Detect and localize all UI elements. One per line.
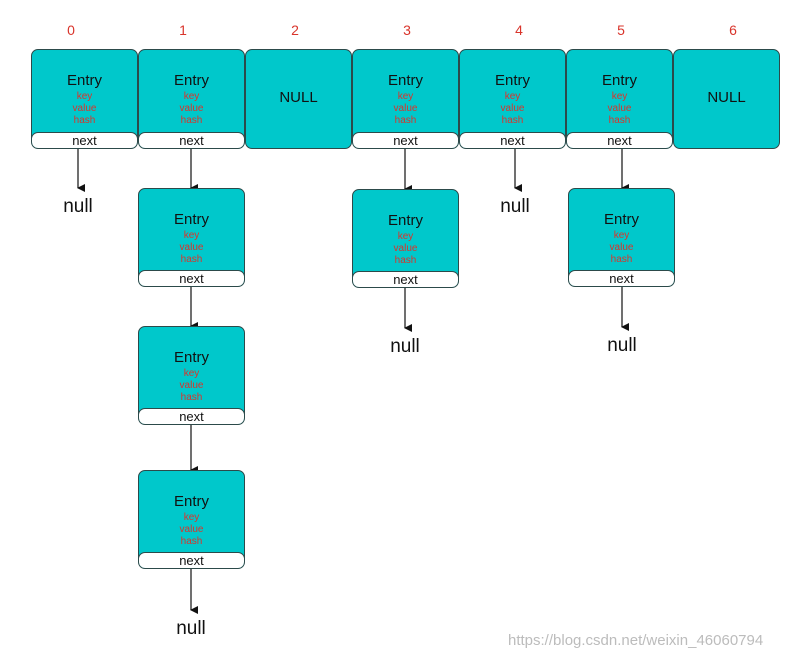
field-value: value [179,524,204,535]
field-value: value [607,103,632,114]
field-value: value [72,103,97,114]
bucket-1-chain-entry-2: Entry key value hash next [138,188,245,287]
field-value: value [500,103,525,114]
field-hash: hash [73,115,96,126]
bucket-0-entry: Entry key value hash next [31,49,138,149]
field-key: key [183,512,200,523]
null-terminator-4: null [500,196,530,217]
bucket-3-chain-entry-2: Entry key value hash next [352,189,459,288]
entry-label: Entry [494,72,530,89]
field-key: key [76,91,93,102]
bucket-index-6: 6 [729,22,737,38]
bucket-5-chain-entry-2: Entry key value hash next [568,188,675,287]
bucket-5-entry: Entry key value hash next [566,49,673,149]
bucket-3-entry: Entry key value hash next [352,49,459,149]
field-value: value [179,380,204,391]
entry-label: Entry [173,211,209,228]
bucket-index-2: 2 [291,22,299,38]
entry-label: Entry [173,349,209,366]
bucket-1-chain-entry-3: Entry key value hash next [138,326,245,425]
bucket-index-3: 3 [403,22,411,38]
field-hash: hash [394,255,417,266]
field-key: key [504,91,521,102]
next-pointer: next [139,408,244,424]
next-pointer: next [567,132,672,148]
field-value: value [393,103,418,114]
next-pointer: next [139,270,244,286]
field-value: value [609,242,634,253]
field-hash: hash [501,115,524,126]
bucket-index-1: 1 [179,22,187,38]
field-hash: hash [610,254,633,265]
entry-label: Entry [601,72,637,89]
entry-label: Entry [66,72,102,89]
null-bucket-label: NULL [707,89,746,106]
null-bucket-label: NULL [279,89,318,106]
entry-label: Entry [173,72,209,89]
null-terminator-5: null [607,335,637,356]
field-hash: hash [180,115,203,126]
bucket-index-0: 0 [67,22,75,38]
watermark-text: https://blog.csdn.net/weixin_46060794 [508,632,764,649]
bucket-1-chain-entry-4: Entry key value hash next [138,470,245,569]
bucket-1-entry: Entry key value hash next [138,49,245,149]
field-key: key [397,231,414,242]
next-pointer: next [139,132,244,148]
field-value: value [179,103,204,114]
bucket-index-4: 4 [515,22,523,38]
next-pointer: next [353,271,458,287]
field-key: key [613,230,630,241]
bucket-4-entry: Entry key value hash next [459,49,566,149]
next-pointer: next [139,552,244,568]
field-value: value [179,242,204,253]
field-value: value [393,243,418,254]
entry-label: Entry [173,493,209,510]
next-pointer: next [32,132,137,148]
null-terminator-1: null [176,618,206,639]
bucket-index-5: 5 [617,22,625,38]
next-pointer: next [569,270,674,286]
next-pointer: next [460,132,565,148]
next-pointer: next [353,132,458,148]
field-key: key [397,91,414,102]
field-key: key [183,230,200,241]
field-hash: hash [394,115,417,126]
null-terminator-0: null [63,196,93,217]
entry-label: Entry [387,72,423,89]
field-key: key [183,91,200,102]
entry-label: Entry [387,212,423,229]
field-hash: hash [180,536,203,547]
field-hash: hash [608,115,631,126]
field-key: key [611,91,628,102]
bucket-6-null: NULL [673,49,780,149]
entry-label: Entry [603,211,639,228]
bucket-2-null: NULL [245,49,352,149]
field-hash: hash [180,254,203,265]
field-key: key [183,368,200,379]
null-terminator-3: null [390,336,420,357]
field-hash: hash [180,392,203,403]
